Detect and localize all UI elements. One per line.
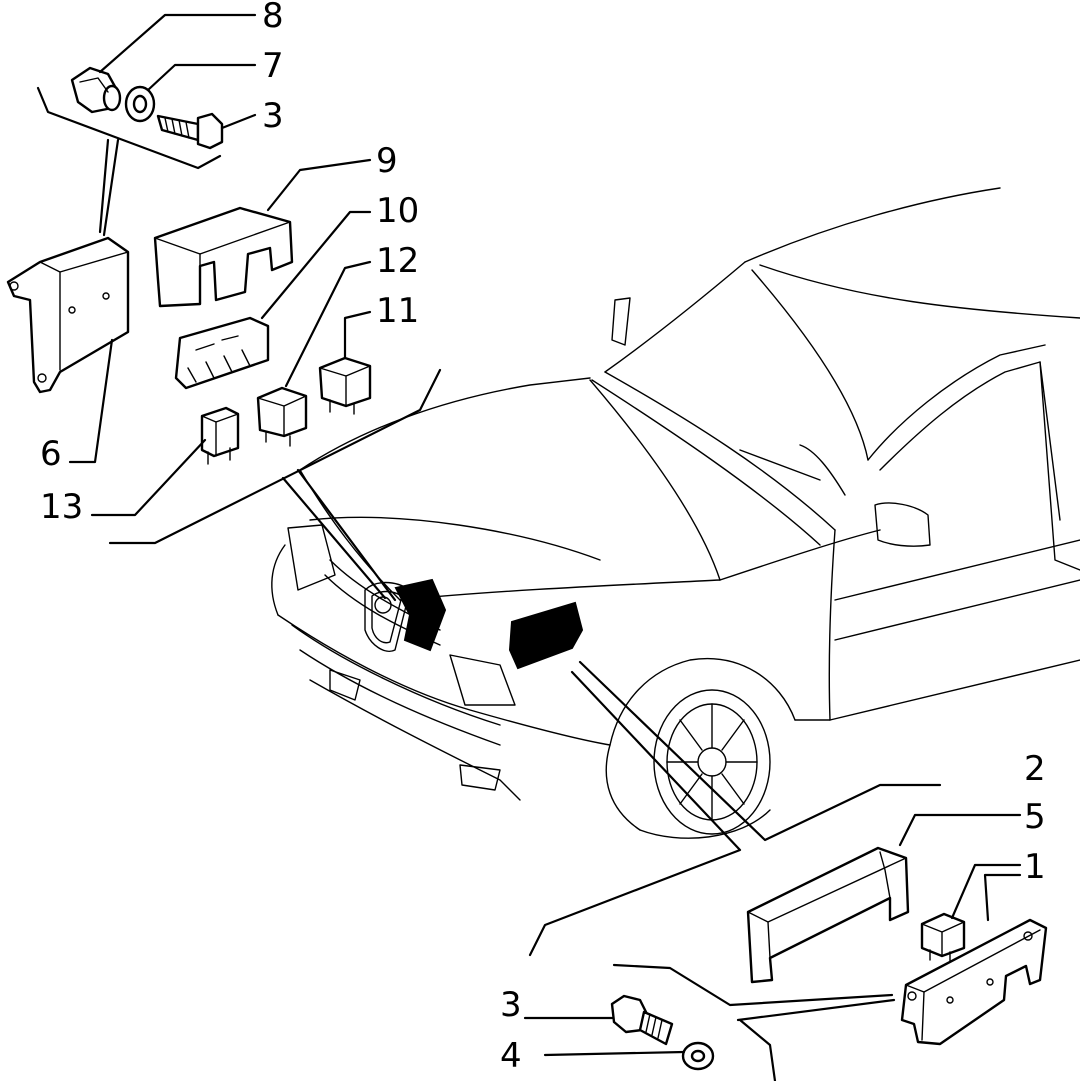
callout-6: 6 xyxy=(40,434,62,474)
leader-lines xyxy=(108,368,942,957)
callout-3-top: 3 xyxy=(262,96,284,136)
top-left-parts-group xyxy=(6,13,372,517)
part-5-relay xyxy=(920,912,966,963)
part-2-cover xyxy=(746,846,910,984)
callout-2: 2 xyxy=(1024,749,1046,789)
car-illustration xyxy=(271,187,1080,839)
callout-4: 4 xyxy=(500,1036,522,1076)
callout-12: 12 xyxy=(376,241,419,281)
part-10-relay-holder xyxy=(174,316,270,390)
part-6-bracket-plate xyxy=(6,236,130,394)
part-12-relay xyxy=(256,386,308,447)
part-11-relay xyxy=(318,356,372,415)
callout-9: 9 xyxy=(376,141,398,181)
part-3-bolt-top xyxy=(156,112,224,150)
callout-8: 8 xyxy=(262,0,284,36)
callout-7: 7 xyxy=(262,46,284,86)
bottom-right-parts-group xyxy=(523,813,1048,1083)
part-4-washer xyxy=(681,1041,715,1071)
part-13-fuse xyxy=(200,406,240,465)
callout-labels: 8 7 3 9 10 12 11 6 13 2 5 1 3 4 xyxy=(40,0,1046,1076)
part-7-washer xyxy=(124,85,156,123)
callout-13: 13 xyxy=(40,487,83,527)
callout-5: 5 xyxy=(1024,797,1046,837)
callout-3-bottom: 3 xyxy=(500,985,522,1025)
part-3-bolt-bottom xyxy=(610,994,674,1046)
callout-1: 1 xyxy=(1024,847,1046,887)
callout-10: 10 xyxy=(376,191,419,231)
part-1-bracket-plate xyxy=(900,918,1048,1046)
part-9-cover xyxy=(153,206,294,308)
callout-11: 11 xyxy=(376,291,419,331)
part-8-spacer-nut xyxy=(70,66,122,114)
